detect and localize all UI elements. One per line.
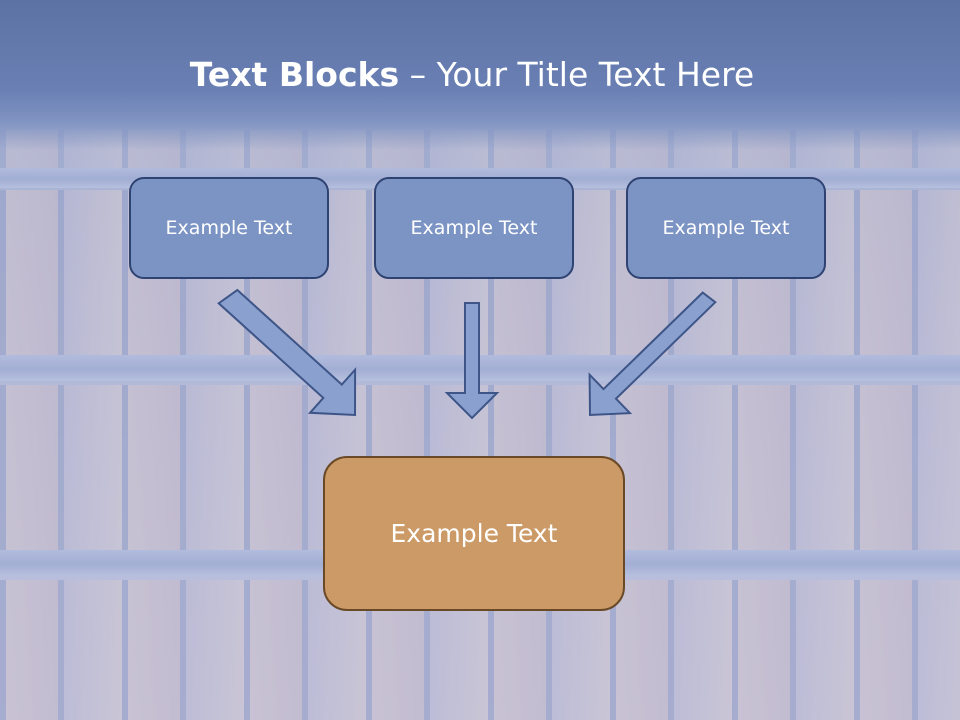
text-block-label: Example Text bbox=[165, 217, 293, 239]
arrow-down-icon bbox=[444, 302, 500, 420]
target-block[interactable]: Example Text bbox=[323, 456, 625, 611]
slide-title-bold: Text Blocks bbox=[189, 55, 400, 94]
arrow-down-left-icon bbox=[588, 291, 717, 417]
target-block-label: Example Text bbox=[390, 519, 558, 548]
slide-title-rest: – Your Title Text Here bbox=[399, 55, 755, 94]
text-block-label: Example Text bbox=[662, 217, 790, 239]
text-block-1[interactable]: Example Text bbox=[129, 177, 329, 279]
arrow-down-right-icon bbox=[217, 288, 357, 417]
text-block-2[interactable]: Example Text bbox=[374, 177, 574, 279]
title-band bbox=[0, 0, 960, 150]
slide-title: Text Blocks – Your Title Text Here bbox=[0, 52, 944, 98]
text-block-label: Example Text bbox=[410, 217, 538, 239]
text-block-3[interactable]: Example Text bbox=[626, 177, 826, 279]
